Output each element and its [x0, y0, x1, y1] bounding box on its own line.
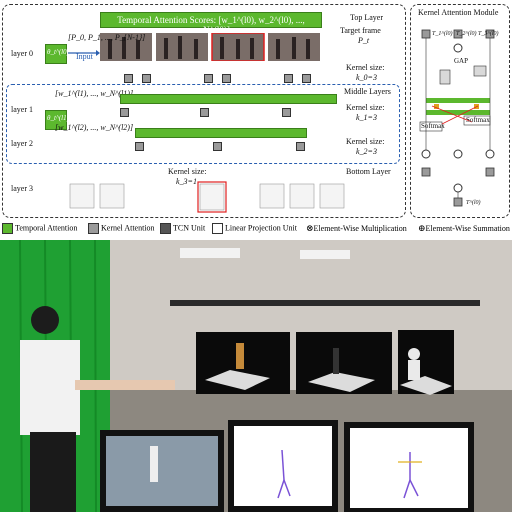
kernel-size-l1-label: Kernel size: [346, 103, 385, 112]
legend-elementwise-mult: ⊗Element-Wise Multiplication [306, 223, 407, 234]
tcn-unit-swatch [160, 223, 171, 234]
kernel-attention-module-frame [410, 4, 510, 218]
top-layer-label: Top Layer [350, 13, 383, 22]
legend-tcn-unit: TCN Unit [160, 223, 205, 234]
legend-kernel-attention: Kernel Attention [88, 223, 155, 234]
ka-symbol-bottom: T^(l0) [466, 200, 481, 206]
kernel-size-l2-value: k_2=3 [356, 147, 377, 156]
temporal-attention-swatch [2, 223, 13, 234]
kernel-size-l0-value: k_0=3 [356, 73, 377, 82]
temporal-attention-scores-label: Temporal Attention Scores: [w_1^(l0), w_… [117, 15, 305, 35]
network-frame [2, 4, 406, 218]
architecture-diagram: Kernel Attention Module Temporal Attenti… [0, 0, 512, 240]
target-frame-label: Target frame [340, 26, 381, 35]
sum-circle-icon: ⊕ [418, 223, 426, 233]
legend-linear-projection: Linear Projection Unit [212, 223, 297, 234]
ka-symbol-2: T_2^(l0) [456, 31, 477, 37]
theta-l0-label: θ_t^(l0) [47, 48, 69, 56]
attention-bar-l1 [120, 94, 337, 104]
ka-symbol-1: T_1^(l0) [432, 31, 453, 37]
ka-symbol-3: T_3^(l0) [478, 31, 499, 37]
kernel-unit [296, 142, 305, 151]
legend-label: Temporal Attention [15, 223, 78, 233]
linear-projection-swatch [212, 223, 223, 234]
kernel-unit [135, 142, 144, 151]
theta-l0-box [45, 44, 67, 64]
weights-l1-label: [w_1^(l1), ..., w_N^(l1)] [55, 89, 134, 98]
kernel-unit [213, 142, 222, 151]
demo-photo [0, 240, 512, 512]
temporal-attention-bar: Temporal Attention Scores: [w_1^(l0), w_… [100, 12, 322, 35]
legend: Temporal Attention Kernel Attention TCN … [0, 221, 512, 237]
kernel-size-l0-label: Kernel size: [346, 63, 385, 72]
legend-label: TCN Unit [173, 223, 206, 233]
middle-layers-label: Middle Layers [344, 87, 391, 96]
kernel-size-l3-value: k_3=1 [176, 177, 197, 186]
pose-inputs [69, 181, 345, 213]
kernel-attention-swatch [88, 223, 99, 234]
gap-label: GAP [454, 57, 469, 65]
weights-l2-label: [w_1^(l2), ..., w_N^(l2)] [55, 123, 134, 132]
theta-l1-label: θ_t^(l1) [47, 114, 69, 122]
kernel-unit [200, 108, 209, 117]
kernel-size-l2-label: Kernel size: [346, 137, 385, 146]
legend-label: Kernel Attention [101, 223, 155, 233]
kernel-unit [284, 74, 293, 83]
legend-label: Element-Wise Summation [425, 224, 510, 233]
kernel-unit [222, 74, 231, 83]
kernel-unit [142, 74, 151, 83]
multiply-circle-icon: ⊗ [306, 223, 314, 233]
softmax-label-left: Softmax [421, 122, 445, 130]
kernel-unit [302, 74, 311, 83]
middle-layers-frame [6, 84, 400, 164]
input-arrow [68, 50, 100, 56]
layer-2-label: layer 2 [11, 139, 33, 148]
kernel-size-l3-label: Kernel size: [168, 167, 207, 176]
kernel-attention-module-title: Kernel Attention Module [418, 8, 499, 17]
kernel-unit [282, 108, 291, 117]
kernel-unit [120, 108, 129, 117]
layer-0-label: layer 0 [11, 49, 33, 58]
legend-label: Element-Wise Multiplication [313, 224, 407, 233]
legend-label: Linear Projection Unit [225, 223, 297, 233]
kernel-unit [204, 74, 213, 83]
softmax-label-right: Softmax [466, 116, 490, 124]
kernel-size-l1-value: k_1=3 [356, 113, 377, 122]
video-frame-strip [100, 33, 320, 61]
layer-1-label: layer 1 [11, 105, 33, 114]
legend-elementwise-sum: ⊕Element-Wise Summation [418, 223, 510, 234]
input-label: Input [76, 52, 93, 61]
legend-temporal-attention: Temporal Attention [2, 223, 77, 234]
input-sequence-label: [P_0, P_1, ..., P_{N-1}] [68, 33, 146, 42]
layer-3-label: layer 3 [11, 184, 33, 193]
theta-l1-box [45, 110, 67, 130]
demo-scene [0, 240, 512, 512]
attention-bar-l2 [135, 128, 307, 138]
kernel-attention-module-graphic [419, 29, 495, 207]
target-frame-symbol: P_t [358, 36, 370, 45]
kernel-unit [124, 74, 133, 83]
bottom-layer-label: Bottom Layer [346, 167, 391, 176]
